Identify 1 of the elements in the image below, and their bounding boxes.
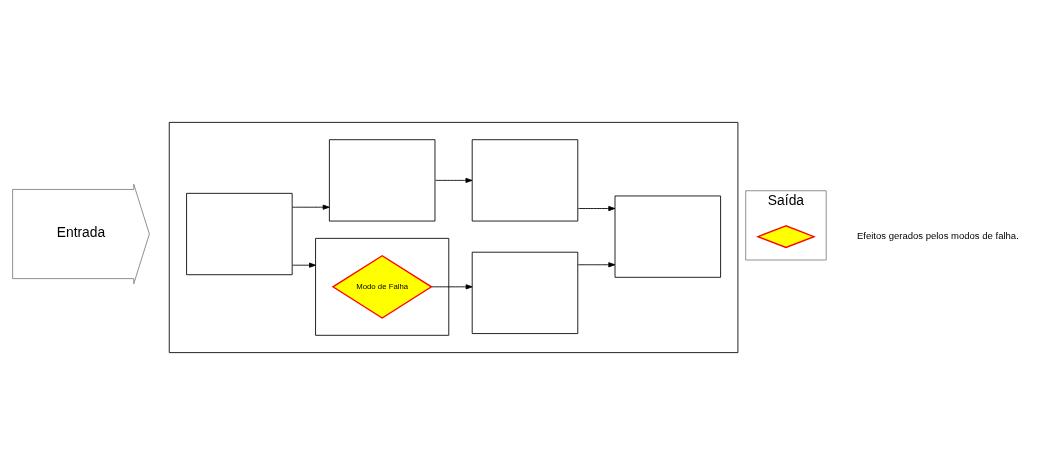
node-label: Efeitos gerados pelos modos de falha.	[856, 230, 1019, 242]
